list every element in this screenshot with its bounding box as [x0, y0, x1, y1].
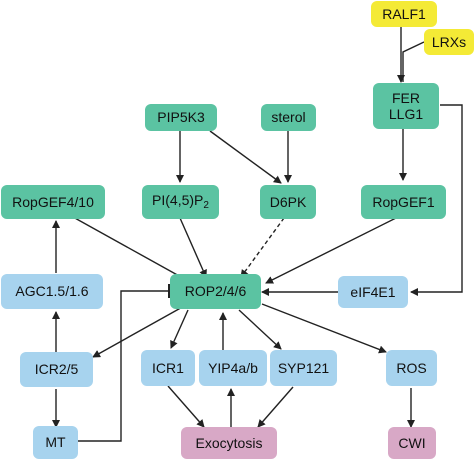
node-ropgef1-label: RopGEF1: [372, 193, 435, 210]
edge-rop-syp121: [238, 309, 282, 350]
node-pi45p2: PI(4,5)P2: [142, 185, 219, 219]
node-mt: MT: [33, 426, 78, 459]
edge-icr1-exocytosis: [167, 385, 205, 428]
edge-ropgef1-rop: [265, 216, 399, 284]
node-agc-label: AGC1.5/1.6: [15, 283, 89, 300]
node-fer-label: FER: [392, 89, 420, 106]
edge-rop-icr25: [92, 304, 187, 358]
node-icr2-5: ICR2/5: [20, 352, 93, 387]
node-rop: ROP2/4/6: [170, 274, 261, 309]
node-fer-llg1: FER LLG1: [373, 83, 439, 129]
node-yip4ab-label: YIP4a/b: [208, 359, 258, 376]
node-icr2-5-label: ICR2/5: [34, 361, 79, 378]
edge-ropgef4-rop: [72, 216, 191, 283]
node-icr1: ICR1: [141, 350, 195, 386]
node-llg1-label: LLG1: [388, 106, 424, 122]
edge-fer-eif4e1: [410, 104, 463, 296]
node-rop-label: ROP2/4/6: [184, 283, 247, 300]
node-pi45p2-main: PI(4,5)P: [152, 192, 204, 209]
node-d6pk-label: D6PK: [269, 193, 307, 210]
node-eif4e1-label: eIF4E1: [350, 283, 396, 300]
node-cwi: CWI: [388, 427, 436, 459]
node-ropgef1: RopGEF1: [361, 185, 446, 219]
node-syp121-label: SYP121: [277, 359, 330, 376]
edge-pip5k3-d6pk: [209, 130, 282, 184]
node-ralf1-label: RALF1: [382, 5, 426, 22]
node-lrxs-label: LRXs: [431, 33, 467, 50]
node-syp121: SYP121: [270, 350, 337, 386]
edge-syp121-exocytosis: [257, 386, 294, 428]
node-pip5k3-label: PIP5K3: [157, 109, 205, 126]
edge-mt-inhibit-rop: [78, 290, 168, 442]
node-ropgef4-10: RopGEF4/10: [1, 185, 105, 219]
edge-rop-ros: [261, 303, 387, 354]
edge-pi45p2-rop: [179, 217, 207, 278]
node-exocytosis: Exocytosis: [181, 427, 277, 459]
node-ros-label: ROS: [396, 359, 427, 376]
node-sterol: sterol: [261, 104, 316, 131]
node-mt-label: MT: [45, 434, 66, 451]
node-eif4e1: eIF4E1: [338, 276, 408, 308]
node-yip4ab: YIP4a/b: [199, 350, 267, 386]
node-pi45p2-label: PI(4,5)P2: [152, 192, 209, 212]
edge-d6pk-rop-dashed: [240, 217, 285, 278]
node-pip5k3: PIP5K3: [145, 104, 217, 131]
node-lrxs: LRXs: [424, 29, 474, 55]
node-ralf1: RALF1: [371, 1, 437, 27]
node-ropgef4-10-label: RopGEF4/10: [12, 193, 94, 210]
node-icr1-label: ICR1: [152, 359, 184, 376]
node-exocytosis-label: Exocytosis: [195, 434, 263, 451]
node-d6pk: D6PK: [260, 185, 316, 219]
node-sterol-label: sterol: [271, 109, 306, 126]
edge-lrxs-fer: [402, 41, 425, 82]
node-cwi-label: CWI: [398, 434, 426, 451]
node-pi45p2-subscript: 2: [203, 200, 209, 212]
node-agc: AGC1.5/1.6: [1, 274, 103, 309]
node-ros: ROS: [386, 350, 437, 386]
edge-rop-icr1: [170, 309, 189, 349]
